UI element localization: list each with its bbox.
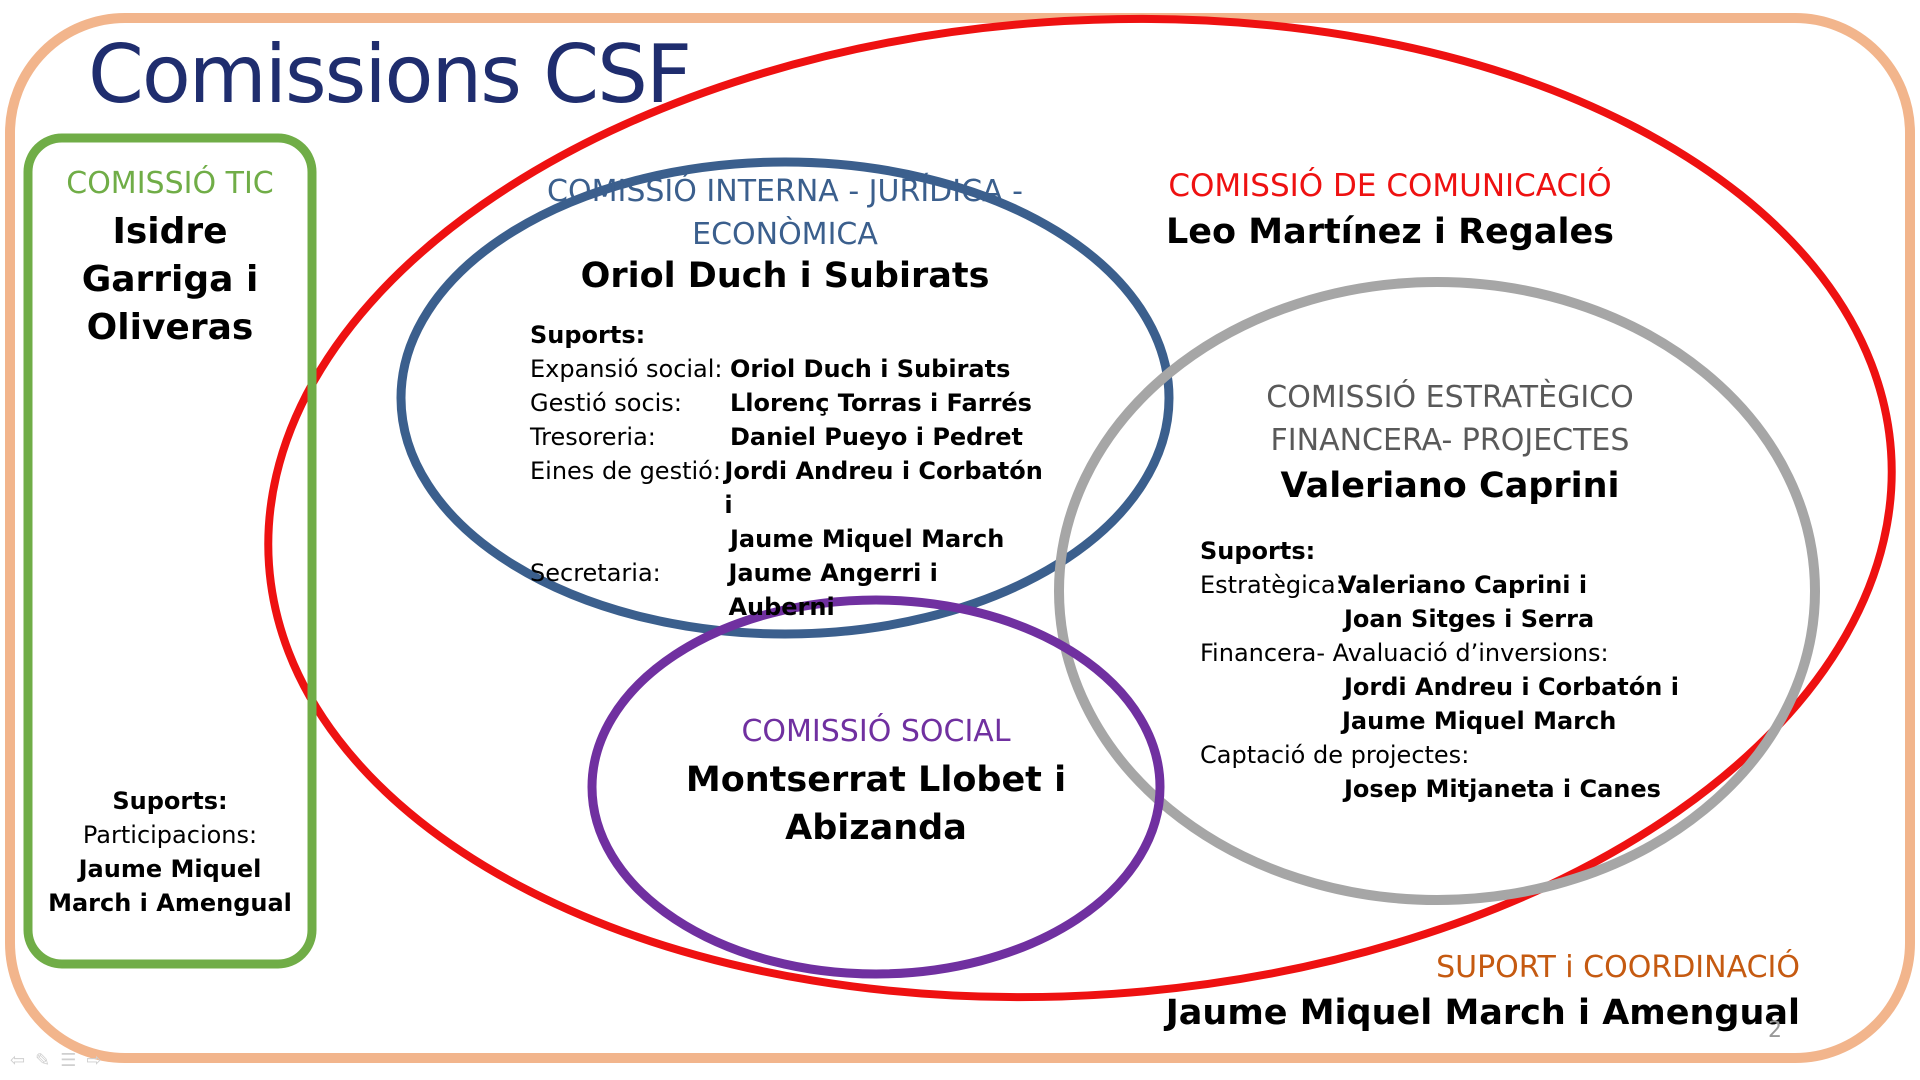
estrategic-name: Valeriano Caprini (1280, 466, 1620, 506)
estrategic-person: Jaume Miquel March (1342, 707, 1617, 735)
comunicacio-name: Leo Martínez i Regales (1165, 212, 1615, 252)
comunicacio-ellipse (264, 14, 1896, 1002)
interna-person: Jordi Andreu i Corbatón i (724, 457, 1043, 519)
tic-supports-label: Suports: (112, 787, 228, 815)
interna-person: Llorenç Torras i Farrés (730, 389, 1032, 417)
outer-frame (5, 13, 1915, 1063)
estrategic-heading-line: FINANCERA- PROJECTES (1270, 423, 1630, 458)
tic-box (23, 133, 317, 969)
estrategic-role: Estratègica: (1200, 571, 1344, 599)
suport-heading: SUPORT i COORDINACIÓ (1436, 950, 1800, 985)
back-arrow-icon[interactable]: ⇦ (10, 1050, 26, 1071)
interna-row: Eines de gestió: Jordi Andreu i Corbatón… (530, 454, 1050, 522)
slide-number: 2 (1768, 1018, 1782, 1043)
comunicacio-heading: COMISSIÓ DE COMUNICACIÓ (1168, 168, 1612, 204)
pen-icon[interactable]: ✎ (35, 1050, 51, 1071)
tic-supports: Suports: Participacions: Jaume Miquel Ma… (30, 784, 310, 920)
estrategic-heading: COMISSIÓ ESTRATÈGICO FINANCERA- PROJECTE… (1200, 376, 1700, 462)
social-ellipse (587, 595, 1165, 979)
estrategic-supports-label: Suports: (1200, 537, 1316, 565)
interna-row: Jaume Miquel March (530, 522, 1050, 556)
interna-heading-line: COMISSIÓ INTERNA - JURÍDICA - (547, 174, 1023, 209)
interna-supports: Suports: Expansió social: Oriol Duch i S… (530, 318, 1050, 624)
menu-icon[interactable]: ☰ (60, 1050, 77, 1071)
interna-row: Expansió social: Oriol Duch i Subirats (530, 352, 1050, 386)
tic-name: Isidre Garriga i Oliveras (30, 208, 310, 352)
interna-name: Oriol Duch i Subirats (580, 256, 990, 296)
page-title: Comissions CSF (88, 28, 692, 121)
tic-heading: COMISSIÓ TIC (66, 166, 274, 201)
interna-ellipse (396, 157, 1174, 639)
interna-person: Oriol Duch i Subirats (730, 355, 1011, 383)
tic-role: Participacions: (82, 821, 258, 849)
interna-role: Expansió social: (530, 355, 723, 383)
social-heading: COMISSIÓ SOCIAL (741, 714, 1011, 749)
interna-supports-label: Suports: (530, 321, 646, 349)
tic-person-line: Jaume Miquel (78, 855, 262, 883)
estrategic-supports: Suports: Estratègica: Valeriano Caprini … (1200, 534, 1700, 806)
interna-role (530, 522, 730, 556)
estrategic-role: Financera- Avaluació d’inversions: (1200, 639, 1609, 667)
slideshow-nav: ⇦ ✎ ☰ ⇨ (10, 1050, 101, 1071)
estrategic-heading-line: COMISSIÓ ESTRATÈGICO (1266, 380, 1634, 415)
tic-person-line: March i Amengual (48, 889, 292, 917)
estrategic-line: Estratègica: Valeriano Caprini i (1200, 568, 1700, 602)
suport-name: Jaume Miquel March i Amengual (1165, 993, 1800, 1033)
tic-name-line: Garriga i (81, 259, 259, 300)
interna-heading: COMISSIÓ INTERNA - JURÍDICA - ECONÒMICA (525, 170, 1045, 256)
interna-role: Secretaria: (530, 559, 661, 587)
interna-role: Tresoreria: (530, 423, 656, 451)
social-name-line: Abizanda (785, 808, 967, 848)
interna-role: Eines de gestió: (530, 457, 721, 485)
interna-heading-line: ECONÒMICA (692, 217, 878, 252)
tic-name-line: Oliveras (86, 307, 254, 348)
interna-row: Secretaria: Jaume Angerri i Auberni (530, 556, 1050, 624)
estrategic-ellipse (1054, 277, 1820, 905)
estrategic-role: Captació de projectes: (1200, 741, 1470, 769)
estrategic-person: Josep Mitjaneta i Canes (1344, 775, 1661, 803)
interna-row: Gestió socis: Llorenç Torras i Farrés (530, 386, 1050, 420)
estrategic-person: Jordi Andreu i Corbatón i (1344, 673, 1679, 701)
interna-person: Jaume Miquel March (730, 525, 1005, 553)
interna-person: Jaume Angerri i Auberni (728, 559, 938, 621)
interna-row: Tresoreria: Daniel Pueyo i Pedret (530, 420, 1050, 454)
estrategic-person: Valeriano Caprini i (1338, 571, 1588, 599)
interna-role: Gestió socis: (530, 389, 682, 417)
social-name: Montserrat Llobet i Abizanda (656, 756, 1096, 852)
forward-arrow-icon[interactable]: ⇨ (86, 1050, 102, 1071)
estrategic-person: Joan Sitges i Serra (1344, 605, 1595, 633)
social-name-line: Montserrat Llobet i (685, 760, 1067, 800)
interna-person: Daniel Pueyo i Pedret (730, 423, 1023, 451)
tic-name-line: Isidre (112, 211, 228, 252)
